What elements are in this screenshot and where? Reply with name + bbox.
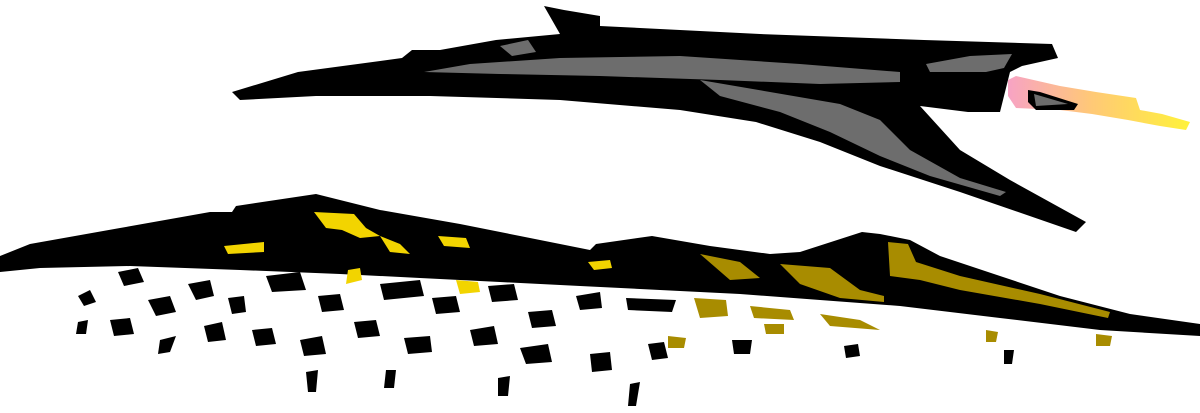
- ridge-facet-olive: [668, 336, 686, 348]
- rock-shard-icon: [204, 322, 226, 342]
- rock-shard-icon: [470, 326, 498, 346]
- rock-shard-icon: [648, 342, 668, 360]
- rock-shard-icon: [732, 340, 752, 354]
- rock-shard-icon: [148, 296, 176, 316]
- rock-shard-icon: [380, 280, 424, 300]
- jet-highlight-top: [424, 56, 900, 84]
- jet-highlight-nose: [500, 40, 536, 56]
- jet-highlight-tail: [926, 54, 1012, 72]
- ridge-facet-olive: [764, 324, 784, 334]
- ridge-facet-yellow: [456, 280, 480, 294]
- ridge-facet-olive: [888, 242, 1110, 318]
- ridge-facet-olive: [700, 254, 760, 280]
- rock-shard-icon: [300, 336, 326, 356]
- rock-shard-icon: [626, 298, 676, 312]
- rock-shard-icon: [432, 296, 460, 314]
- jet-nozzle-inner: [1034, 94, 1068, 106]
- rock-shard-icon: [628, 382, 640, 406]
- mountain-ridge-icon: [0, 194, 1200, 348]
- ridge-facet-yellow: [224, 242, 264, 254]
- jet-body: [232, 6, 1086, 232]
- rock-shard-icon: [318, 294, 344, 312]
- rock-shard-icon: [384, 370, 396, 388]
- ridge-facet-yellow: [314, 212, 380, 238]
- ridge-facet-yellow: [438, 236, 470, 248]
- ridge-facet-olive: [780, 264, 884, 302]
- ridge-facet-olive: [694, 298, 728, 318]
- rock-shard-icon: [158, 336, 176, 354]
- rock-shard-icon: [528, 310, 556, 328]
- rock-shard-icon: [844, 344, 860, 358]
- rock-shard-icon: [590, 352, 612, 372]
- rock-shard-icon: [188, 280, 214, 300]
- rock-shard-icon: [252, 328, 276, 346]
- rock-shards: [76, 268, 1014, 406]
- ridge-facet-olive: [820, 314, 880, 330]
- rock-shard-icon: [110, 318, 134, 336]
- rock-shard-icon: [76, 320, 88, 334]
- rock-shard-icon: [266, 272, 306, 292]
- ridge-facet-olive: [750, 306, 794, 320]
- rock-shard-icon: [306, 370, 318, 392]
- rock-shard-icon: [520, 344, 552, 364]
- rock-shard-icon: [488, 284, 518, 302]
- rock-shard-icon: [1004, 350, 1014, 364]
- ridge-facet-yellow: [380, 236, 410, 254]
- ridge-facet-olive: [1096, 334, 1112, 346]
- rock-shard-icon: [498, 376, 510, 396]
- rock-shard-icon: [404, 336, 432, 354]
- ridge-facet-yellow: [346, 268, 362, 284]
- rock-shard-icon: [576, 292, 602, 310]
- jet-highlight-wing: [700, 80, 1006, 196]
- ridge-facet-olive: [986, 330, 998, 342]
- ridge-facet-yellow: [588, 260, 612, 270]
- exhaust-flame-icon: [1008, 76, 1190, 130]
- rock-shard-icon: [78, 290, 96, 306]
- jet-icon: [232, 6, 1190, 232]
- rock-shard-icon: [118, 268, 144, 286]
- rock-shard-icon: [354, 320, 380, 338]
- rock-shard-icon: [228, 296, 246, 314]
